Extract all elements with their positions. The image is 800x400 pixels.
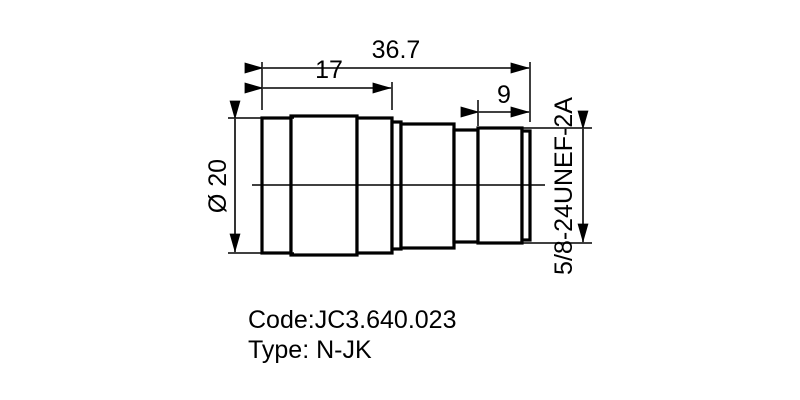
dimension-overall-length: 36.7 bbox=[244, 36, 531, 122]
threaded-section bbox=[476, 126, 524, 245]
dim-label-outer-diameter: Ø 20 bbox=[204, 159, 232, 213]
dim-label-overall-length: 36.7 bbox=[372, 36, 421, 64]
dimension-thread-spec: 5/8-24UNEF-2A bbox=[515, 97, 592, 275]
fine-knurl-barrel bbox=[399, 122, 456, 250]
dim-label-body-length: 17 bbox=[315, 56, 343, 84]
dimension-body-length: 17 bbox=[244, 56, 393, 110]
caption-code-line: Code:JC3.640.023 bbox=[248, 306, 456, 334]
caption-block: Code:JC3.640.023 Type: N-JK bbox=[248, 306, 456, 364]
fine-knurl-outline bbox=[399, 122, 456, 250]
pre-thread-cylinder bbox=[452, 128, 480, 244]
dimension-thread-length: 9 bbox=[460, 81, 530, 126]
dim-label-thread-length: 9 bbox=[497, 81, 511, 109]
dimension-outer-diameter: Ø 20 bbox=[204, 100, 294, 254]
dim-label-thread-spec: 5/8-24UNEF-2A bbox=[550, 97, 578, 275]
caption-type-line: Type: N-JK bbox=[248, 336, 372, 364]
connector-body-group bbox=[252, 114, 545, 257]
